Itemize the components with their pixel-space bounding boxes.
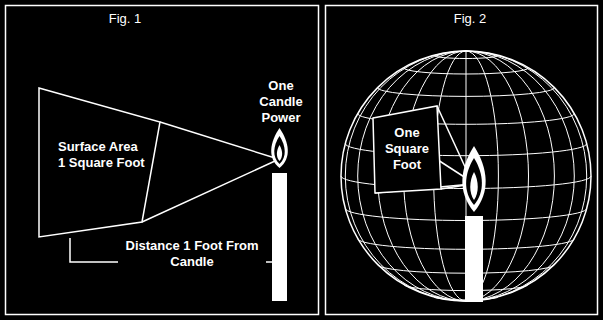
panel-frame xyxy=(326,6,598,315)
sphere-grid xyxy=(341,51,591,301)
candle xyxy=(462,146,485,302)
meridian-line xyxy=(358,51,575,301)
light-ray xyxy=(373,106,472,193)
figure-label: Fig. 1 xyxy=(95,11,155,27)
light-ray xyxy=(142,122,275,222)
meridian-line xyxy=(434,51,499,301)
parallel-line xyxy=(378,88,555,97)
dimension-label: Distance 1 Foot From Candle xyxy=(122,238,262,270)
square-foot-area: One Square Foot xyxy=(372,105,442,195)
area-label: Surface Area 1 Square Foot xyxy=(38,87,162,171)
panel-frame xyxy=(6,6,319,315)
source-label: One Candle Power xyxy=(250,78,312,126)
meridian-line xyxy=(345,51,586,301)
parallel-line xyxy=(434,55,499,58)
figure-label: Fig. 2 xyxy=(440,11,500,27)
surface-area: Surface Area 1 Square Foot xyxy=(38,87,162,239)
candle xyxy=(271,128,288,301)
parallel-line xyxy=(404,68,529,74)
area-label: One Square Foot xyxy=(372,105,442,173)
